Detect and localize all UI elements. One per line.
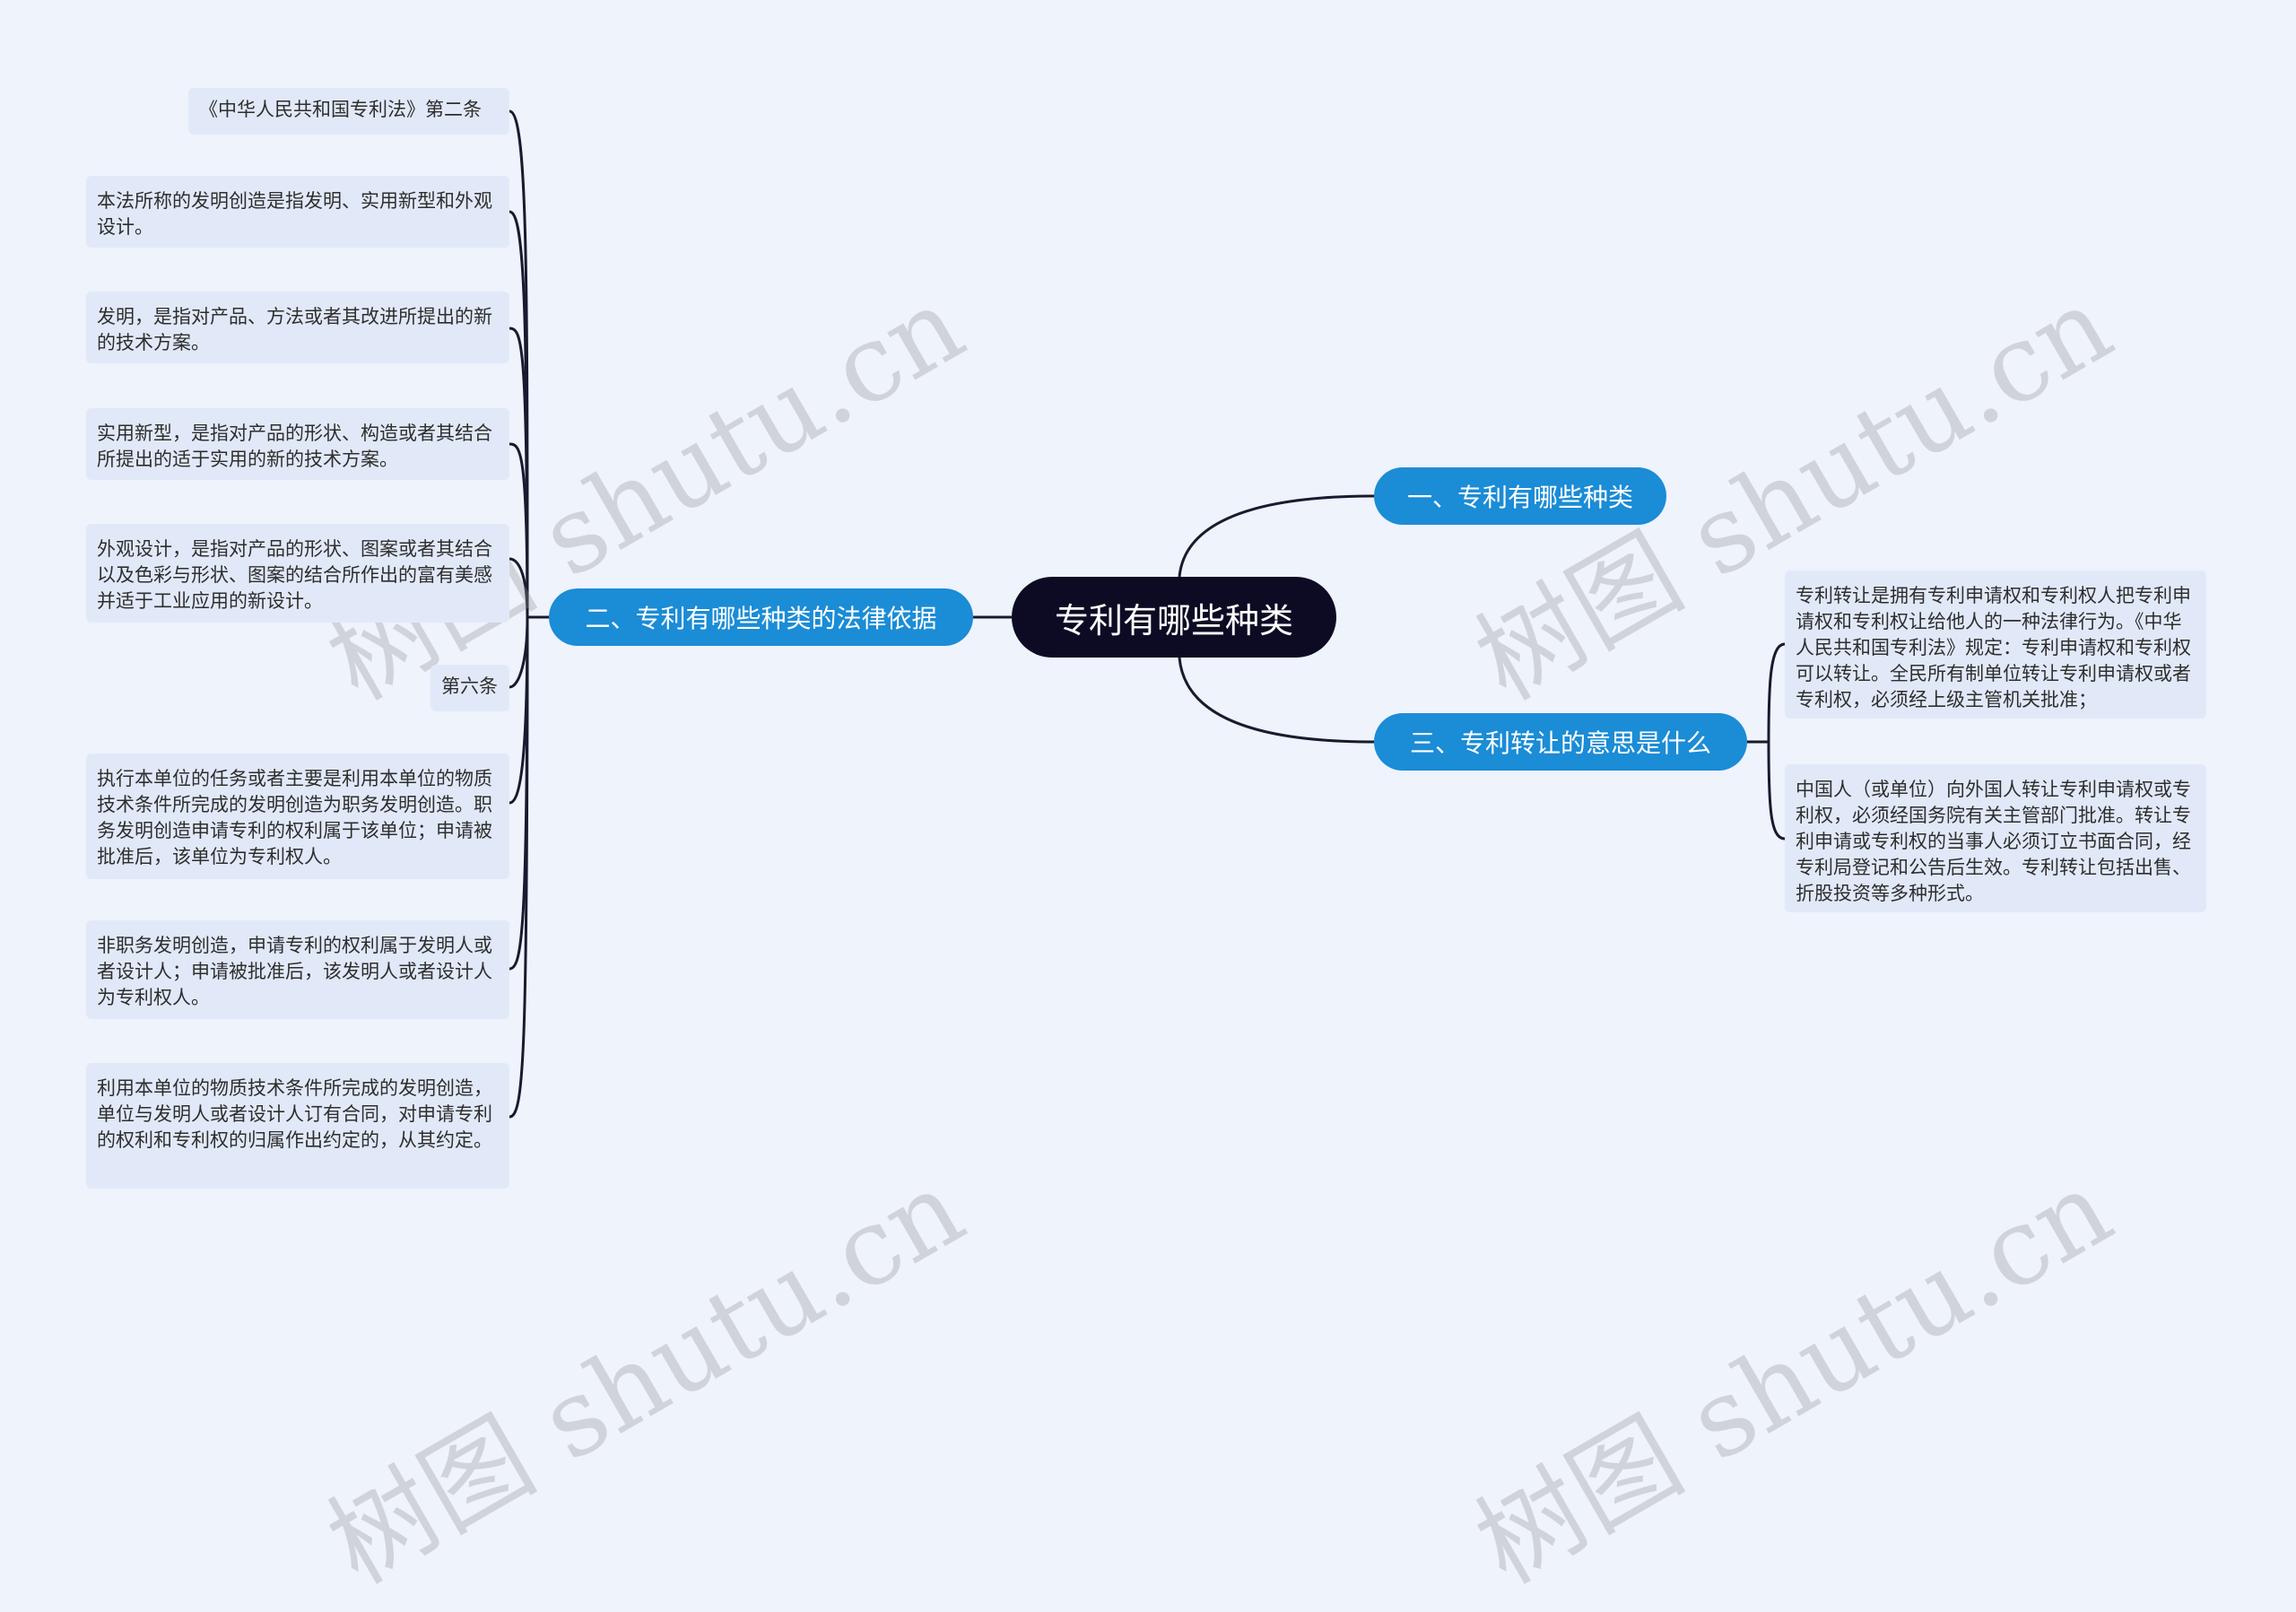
- branch-label: 一、专利有哪些种类: [1406, 483, 1633, 512]
- leaf-node[interactable]: 专利转让是拥有专利申请权和专利权人把专利申请权和专利权让给他人的一种法律行为。《…: [1785, 571, 2206, 719]
- root-node[interactable]: 专利有哪些种类: [1012, 577, 1336, 658]
- branch-node-1[interactable]: 一、专利有哪些种类: [1374, 467, 1666, 525]
- leaf-node[interactable]: 外观设计，是指对产品的形状、图案或者其结合以及色彩与形状、图案的结合所作出的富有…: [86, 524, 509, 623]
- connector-branch-3-leaves: [1747, 642, 1786, 841]
- leaf-node[interactable]: 中国人（或单位）向外国人转让专利申请权或专利权，必须经国务院有关主管部门批准。转…: [1785, 764, 2206, 912]
- leaf-node[interactable]: 实用新型，是指对产品的形状、构造或者其结合所提出的适于实用的新的技术方案。: [86, 408, 509, 480]
- leaf-node[interactable]: 利用本单位的物质技术条件所完成的发明创造，单位与发明人或者设计人订有合同，对申请…: [86, 1063, 509, 1189]
- leaf-node[interactable]: 本法所称的发明创造是指发明、实用新型和外观设计。: [86, 176, 509, 248]
- leaf-node[interactable]: 第六条: [430, 665, 509, 711]
- branch-node-2[interactable]: 二、专利有哪些种类的法律依据: [549, 588, 973, 646]
- branch-node-3[interactable]: 三、专利转让的意思是什么: [1374, 713, 1747, 771]
- root-label: 专利有哪些种类: [1054, 600, 1293, 640]
- connector-root-branch-1: [1178, 494, 1375, 578]
- connector-root-branch-3: [1178, 657, 1375, 744]
- leaf-node[interactable]: 非职务发明创造，申请专利的权利属于发明人或者设计人；申请被批准后，该发明人或者设…: [86, 920, 509, 1019]
- leaf-node[interactable]: 《中华人民共和国专利法》第二条: [188, 88, 509, 135]
- branch-label: 二、专利有哪些种类的法律依据: [585, 604, 937, 633]
- connector-lines: [509, 109, 1786, 1119]
- connector-branch-2-leaves: [509, 109, 549, 1119]
- leaf-node[interactable]: 执行本单位的任务或者主要是利用本单位的物质技术条件所完成的发明创造为职务发明创造…: [86, 754, 509, 879]
- leaf-node[interactable]: 发明，是指对产品、方法或者其改进所提出的新的技术方案。: [86, 292, 509, 363]
- mindmap-canvas: 树图 shutu.cn 树图 shutu.cn 树图 shutu.cn 树图 s…: [86, 88, 2206, 1608]
- branch-label: 三、专利转让的意思是什么: [1409, 728, 1711, 758]
